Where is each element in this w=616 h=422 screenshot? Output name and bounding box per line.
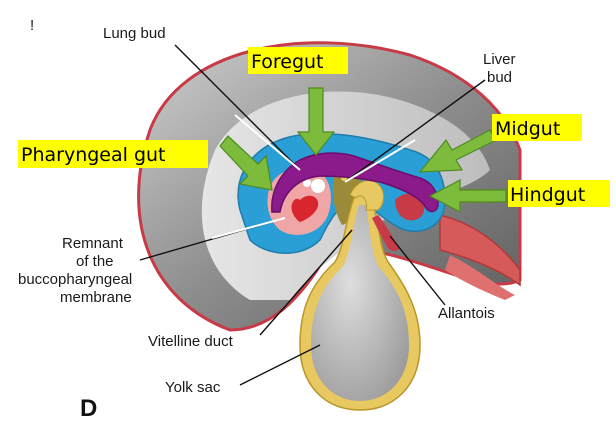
- vitelline-duct-label: Vitelline duct: [148, 333, 234, 350]
- remnant-label-line4: membrane: [60, 289, 132, 306]
- remnant-label-line2: of the: [76, 253, 114, 270]
- allantois-label: Allantois: [438, 305, 495, 322]
- lung-bud-label: Lung bud: [103, 25, 166, 42]
- foregut-label: Foregut: [251, 51, 324, 73]
- pharyngeal-gut-label: Pharyngeal gut: [21, 144, 166, 166]
- corner-mark: !: [30, 17, 34, 34]
- liver-bud-label-line2: bud: [487, 69, 512, 86]
- panel-letter: D: [80, 395, 97, 422]
- remnant-label-line1: Remnant: [62, 235, 124, 252]
- remnant-label-line3: buccopharyngeal: [18, 271, 132, 288]
- yolk-sac-label: Yolk sac: [165, 379, 221, 396]
- pharyngeal-pouch: [311, 179, 325, 193]
- liver-bud-label-line1: Liver: [483, 51, 516, 68]
- hindgut-label: Hindgut: [510, 184, 585, 206]
- midgut-label: Midgut: [495, 118, 560, 140]
